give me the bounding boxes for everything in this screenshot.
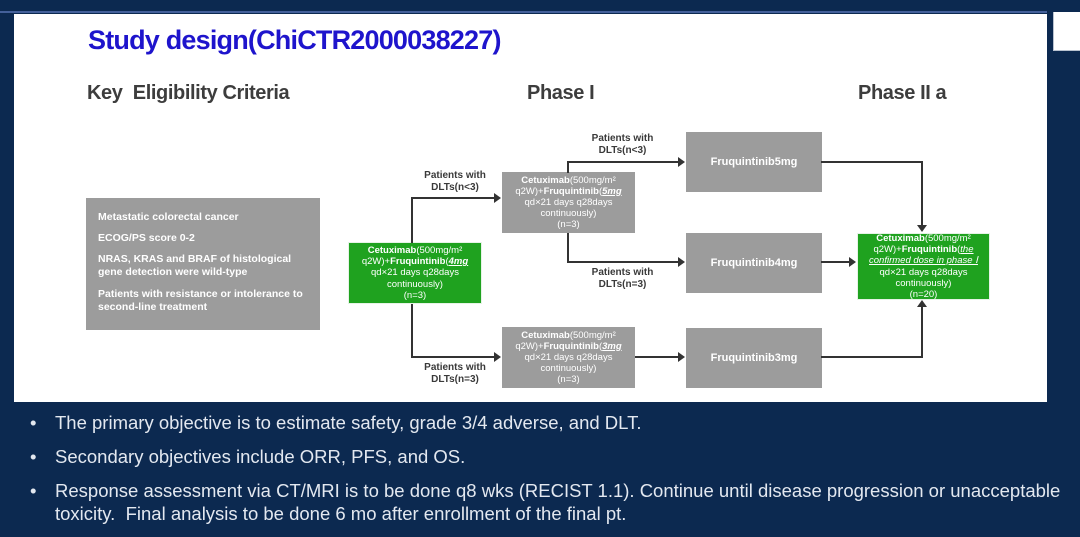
arrowhead-to-fru3: [678, 352, 685, 362]
header-eligibility: Key Eligibility Criteria: [87, 82, 290, 104]
phase2a-box: Cetuximab(500mg/m² q2W)+Fruquintinib(the…: [857, 233, 990, 300]
arrowhead-into-phase2-top: [917, 225, 927, 232]
arrowhead-to-fru5: [678, 157, 685, 167]
arrow-4mg-down-vertical: [411, 304, 413, 358]
eligibility-item: ECOG/PS score 0-2: [98, 232, 195, 245]
eligibility-item: Metastatic colorectal cancer: [98, 211, 239, 223]
top-accent-line: [0, 11, 1047, 13]
label-dlt-lt3-left: Patients with DLTs(n<3): [424, 170, 486, 193]
arrowhead-to-fru4: [678, 257, 685, 267]
slide-title: Study design(ChiCTR2000038227): [88, 25, 501, 55]
header-phase2: Phase II a: [858, 82, 947, 104]
arrow-fru4-horizontal: [821, 261, 851, 263]
list-item: • Response assessment via CT/MRI is to b…: [30, 479, 1072, 525]
bullet-text: Response assessment via CT/MRI is to be …: [55, 480, 1066, 525]
list-item: • The primary objective is to estimate s…: [30, 411, 1072, 434]
eligibility-criteria-box: Metastatic colorectal cancer ECOG/PS sco…: [86, 198, 320, 330]
arrow-fru5-right-horizontal: [821, 161, 923, 163]
bullet-icon: •: [30, 480, 37, 502]
arm-box-4mg: Cetuximab(500mg/m² q2W)+Fruquintinib(4mg…: [348, 242, 482, 304]
arrowhead-into-phase2-bottom: [917, 300, 927, 307]
label-dlt-eq3-left: Patients with DLTs(n=3): [424, 362, 486, 385]
arrow-5mg-up-vertical: [567, 161, 569, 173]
arm-box-3mg: Cetuximab(500mg/m² q2W)+Fruquintinib(3mg…: [502, 327, 635, 388]
arrow-to-fru4-horizontal: [567, 261, 679, 263]
list-item: • Secondary objectives include ORR, PFS,…: [30, 445, 1072, 468]
arrow-fru5-down-vertical: [921, 161, 923, 225]
label-dlt-eq3-mid: Patients with DLTs(n=3): [591, 267, 654, 290]
arrow-5mg-horizontal: [567, 161, 679, 163]
arrowhead-to-3mg-arm: [494, 352, 501, 362]
slide-canvas: Study design(ChiCTR2000038227) Key Eligi…: [14, 14, 1047, 402]
arrowhead-to-5mg-arm: [494, 193, 501, 203]
arrow-4mg-to-5mg-horizontal: [411, 197, 495, 199]
header-phase1: Phase I: [527, 82, 595, 104]
arrow-5mg-down-vertical: [567, 233, 569, 263]
eligibility-item: Patients with resistance or intolerance …: [98, 287, 303, 313]
arrow-fru3-right-horizontal: [821, 356, 923, 358]
arrow-4mg-to-3mg-horizontal: [411, 356, 495, 358]
eligibility-item: NRAS, KRAS and BRAF of histological gene…: [98, 253, 292, 279]
arm-box-5mg: Cetuximab(500mg/m² q2W)+Fruquintinib(5mg…: [502, 172, 635, 233]
arrowhead-into-phase2-left: [849, 257, 856, 267]
dose-box-fruquintinib-4mg: Fruquintinib4mg: [686, 233, 822, 293]
dose-box-fruquintinib-3mg: Fruquintinib3mg: [686, 328, 822, 388]
bullet-icon: •: [30, 446, 37, 468]
bullet-text: The primary objective is to estimate saf…: [55, 412, 642, 433]
corner-decoration: [1053, 12, 1080, 51]
dose-box-fruquintinib-5mg: Fruquintinib5mg: [686, 132, 822, 192]
arrow-4mg-up-vertical: [411, 197, 413, 243]
bullet-text: Secondary objectives include ORR, PFS, a…: [55, 446, 466, 468]
label-dlt-lt3-mid: Patients with DLTs(n<3): [591, 133, 654, 156]
bullet-icon: •: [30, 412, 37, 433]
objectives-list: • The primary objective is to estimate s…: [0, 402, 1080, 537]
arrow-fru3-up-vertical: [921, 307, 923, 358]
arrow-3mg-horizontal: [635, 356, 679, 358]
